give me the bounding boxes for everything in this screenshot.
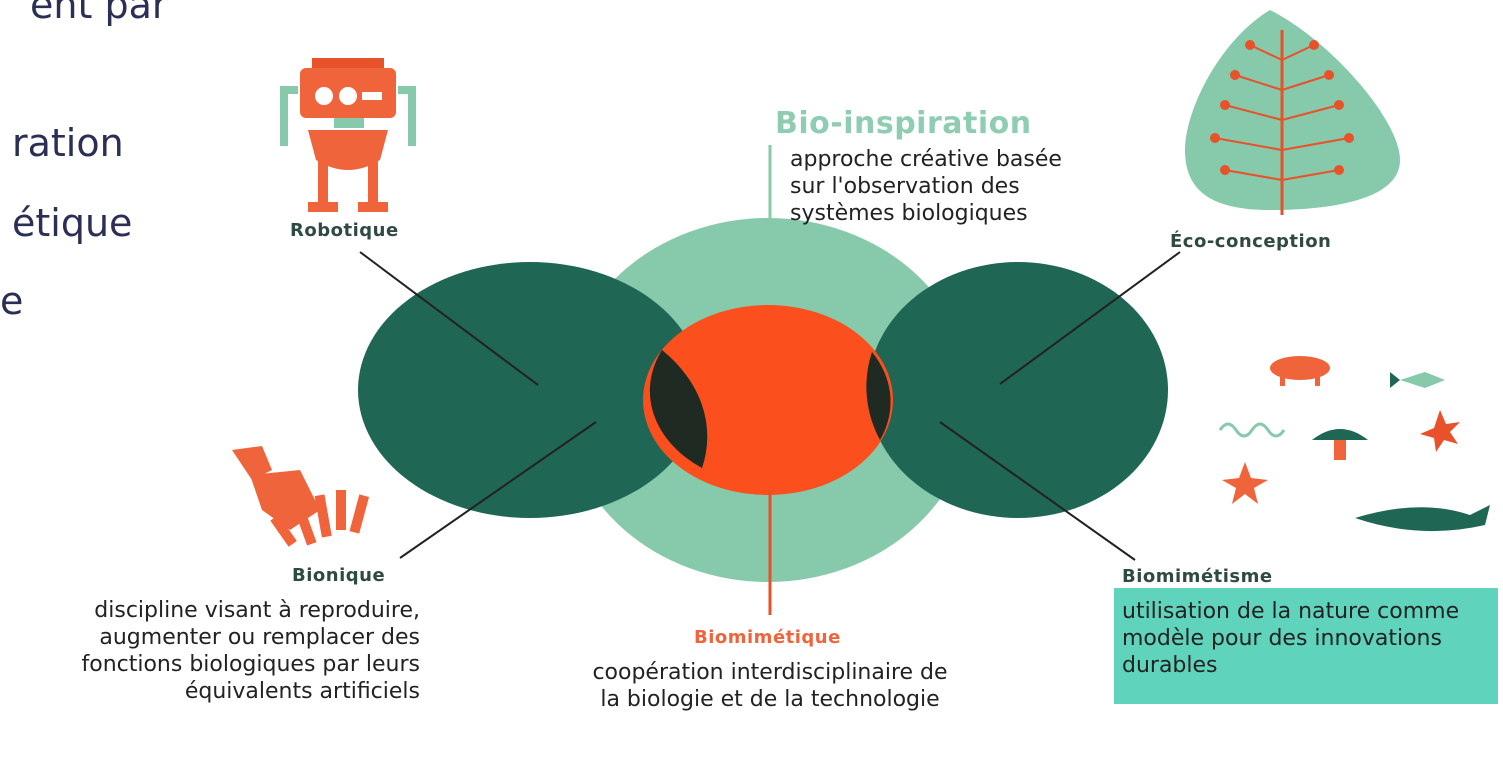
slide-line-4: e [0, 279, 24, 323]
label-biomimetique: Biomimétique [694, 627, 841, 648]
label-robotique: Robotique [290, 220, 399, 241]
slide-line-3: étique [12, 201, 133, 245]
overlap-left [649, 350, 708, 468]
label-bionique: Bionique [292, 565, 386, 586]
desc-biomimetique: coopération interdisciplinaire de la bio… [592, 660, 948, 712]
biomimetisme-highlight [1114, 588, 1498, 704]
animals-icon [1218, 356, 1490, 532]
label-biomimetisme: Biomimétisme [1122, 566, 1273, 587]
slide-line-1: ent par [30, 0, 168, 27]
connector-biomimetisme [939, 421, 1136, 561]
label-eco-conception: Éco-conception [1170, 231, 1332, 252]
desc-bio-inspiration: approche créative basée sur l'observatio… [790, 147, 1062, 226]
desc-biomimetisme: utilisation de la nature comme modèle po… [1122, 599, 1460, 678]
bionique-robotique-circle [358, 262, 702, 518]
robotic-hand-icon [232, 446, 370, 547]
eco-conception-circle [868, 262, 1168, 518]
label-bio-inspiration: Bio-inspiration [775, 106, 1032, 141]
connector-bionique [399, 421, 597, 559]
tree-icon [1185, 10, 1400, 215]
desc-bionique: discipline visant à reproduire, augmente… [81, 598, 420, 704]
robot-icon [280, 58, 416, 212]
slide-line-2: ration [12, 121, 124, 165]
connector-robotique [359, 251, 539, 386]
connector-eco-conception [999, 251, 1181, 385]
overlap-right [866, 352, 891, 440]
